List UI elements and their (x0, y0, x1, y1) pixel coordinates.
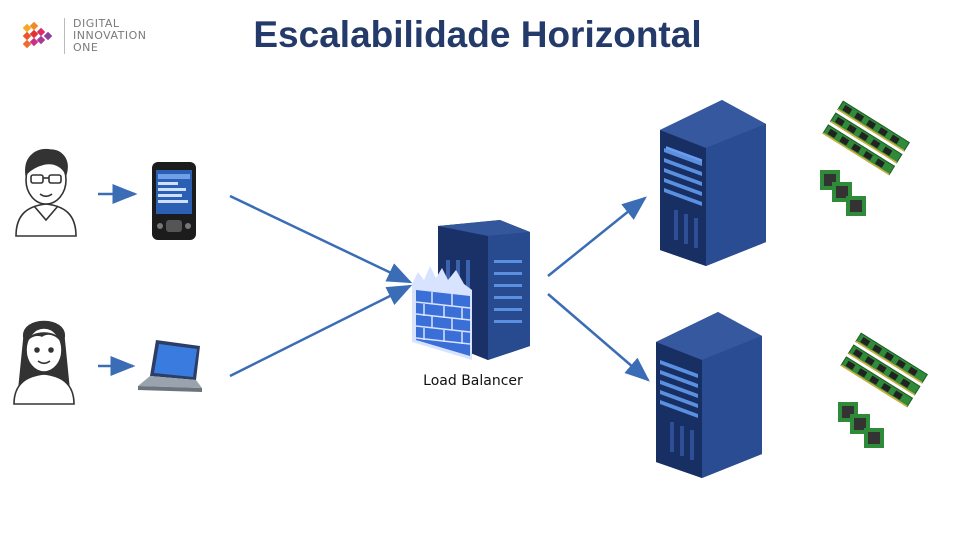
arrow-pda-to-lb (229, 194, 413, 284)
brand-line-1: DIGITAL (73, 17, 120, 30)
laptop-icon (138, 340, 202, 392)
logo-mark-icon (22, 21, 53, 49)
server-rack-icon (656, 312, 762, 478)
slide-title: Escalabilidade Horizontal (253, 14, 702, 55)
brand-line-2: INNOVATION (73, 29, 147, 42)
server-rack-icon (660, 100, 766, 266)
pda-phone-icon (152, 162, 196, 240)
ram-cpu-icon (838, 332, 928, 448)
brand-line-3: ONE (73, 41, 99, 54)
arrow-lb-to-server-top (547, 196, 647, 277)
brand-name: DIGITAL INNOVATION ONE (64, 18, 147, 54)
brand-logo: DIGITAL INNOVATION ONE (22, 18, 147, 54)
person-long-hair-icon (13, 320, 75, 405)
load-balancer-label: Load Balancer (423, 373, 523, 389)
firewall-server-icon (412, 220, 530, 360)
person-with-glasses-icon (15, 148, 77, 237)
arrow-laptop-to-lb (229, 284, 413, 378)
arrow-lb-to-server-bottom (547, 293, 650, 382)
ram-cpu-icon (820, 100, 910, 216)
